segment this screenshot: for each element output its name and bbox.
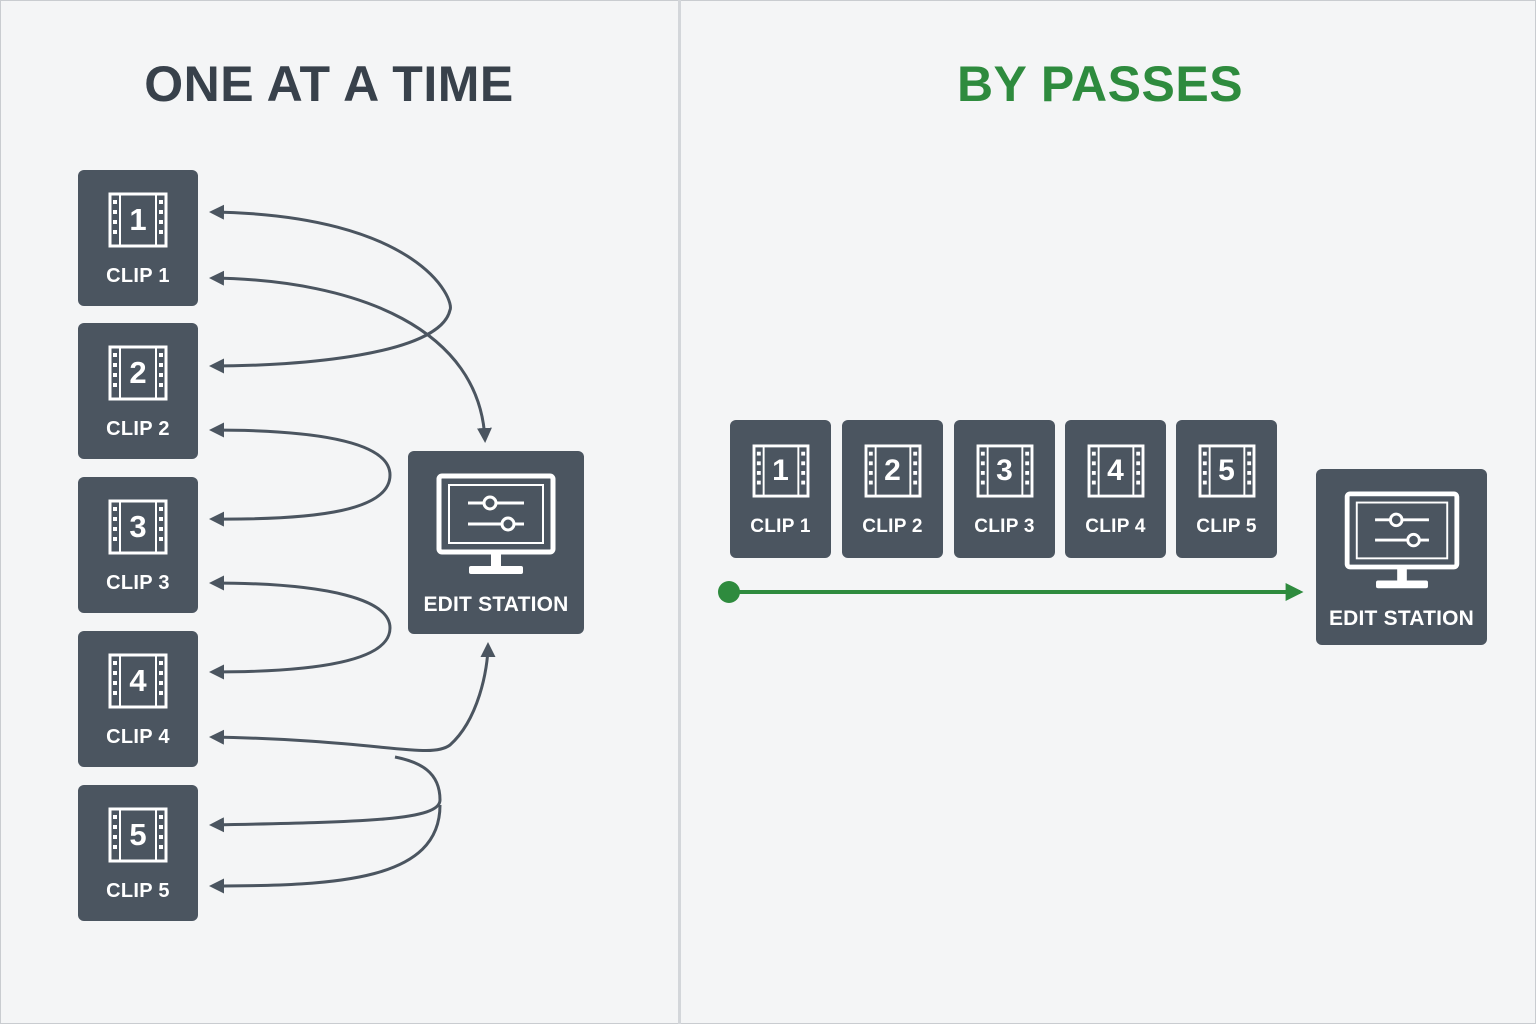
right-clip-card-2: 2 CLIP 2 xyxy=(842,420,943,558)
loop-arrow-clip1-clip2 xyxy=(209,204,452,374)
film-frame-icon: 5 xyxy=(108,807,168,863)
station-label: EDIT STATION xyxy=(423,593,569,616)
left-clip-card-5: 5 CLIP 5 xyxy=(78,785,198,921)
film-frame-icon: 5 xyxy=(1198,444,1256,498)
clip-number: 1 xyxy=(772,454,789,487)
clip-label: CLIP 1 xyxy=(106,265,170,287)
film-frame-icon: 3 xyxy=(976,444,1034,498)
clip-label: CLIP 3 xyxy=(974,516,1035,537)
right-edit-station: EDIT STATION xyxy=(1316,469,1487,645)
panel-divider xyxy=(678,0,681,1024)
clip-label: CLIP 5 xyxy=(106,880,170,902)
right-panel-title: BY PASSES xyxy=(956,56,1244,112)
right-clip-card-5: 5 CLIP 5 xyxy=(1176,420,1277,558)
clip-label: CLIP 2 xyxy=(862,516,923,537)
left-clip-card-2: 2 CLIP 2 xyxy=(78,323,198,459)
clip-label: CLIP 5 xyxy=(1196,516,1257,537)
clip-label: CLIP 3 xyxy=(106,572,170,594)
right-clip-card-4: 4 CLIP 4 xyxy=(1065,420,1166,558)
loop-arrow-clip2-clip3 xyxy=(209,422,392,527)
clip-number: 4 xyxy=(1107,454,1124,487)
clip-number: 1 xyxy=(129,202,147,237)
film-frame-icon: 2 xyxy=(108,345,168,401)
clip-number: 2 xyxy=(129,355,147,390)
clip-number: 3 xyxy=(996,454,1013,487)
film-frame-icon: 1 xyxy=(752,444,810,498)
left-panel-title: ONE AT A TIME xyxy=(144,56,514,112)
arrow-clip5-return xyxy=(209,804,442,894)
clip-number: 4 xyxy=(129,663,147,698)
left-clip-card-4: 4 CLIP 4 xyxy=(78,631,198,767)
left-clip-card-3: 3 CLIP 3 xyxy=(78,477,198,613)
film-frame-icon: 4 xyxy=(108,653,168,709)
clip-number: 3 xyxy=(129,509,147,544)
loop-arrow-clip4-clip5 xyxy=(209,755,442,833)
clip-number: 5 xyxy=(129,817,147,852)
clip-label: CLIP 1 xyxy=(750,516,811,537)
loop-arrow-clip3-clip4 xyxy=(209,575,392,680)
clip-number: 2 xyxy=(884,454,901,487)
film-frame-icon: 3 xyxy=(108,499,168,555)
arrow-station-to-clip4 xyxy=(209,642,496,752)
arrow-clip1-to-station xyxy=(209,270,492,443)
right-clip-card-1: 1 CLIP 1 xyxy=(730,420,831,558)
film-frame-icon: 1 xyxy=(108,192,168,248)
clip-label: CLIP 2 xyxy=(106,418,170,440)
clip-label: CLIP 4 xyxy=(1085,516,1146,537)
clip-label: CLIP 4 xyxy=(106,726,170,748)
station-label: EDIT STATION xyxy=(1328,607,1475,630)
film-frame-icon: 4 xyxy=(1087,444,1145,498)
clip-number: 5 xyxy=(1218,454,1235,487)
monitor-sliders-icon xyxy=(1344,491,1460,598)
left-clip-card-1: 1 CLIP 1 xyxy=(78,170,198,306)
film-frame-icon: 2 xyxy=(864,444,922,498)
monitor-sliders-icon xyxy=(436,473,556,584)
left-edit-station: EDIT STATION xyxy=(408,451,584,634)
right-clip-card-3: 3 CLIP 3 xyxy=(954,420,1055,558)
